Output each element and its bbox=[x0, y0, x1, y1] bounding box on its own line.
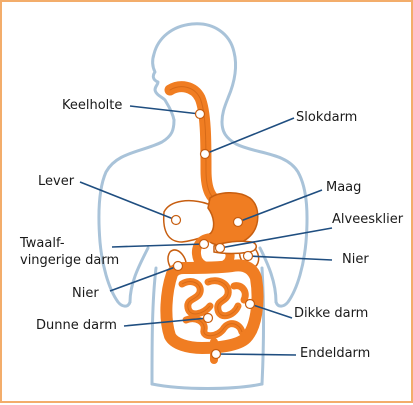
marker-maag bbox=[232, 216, 244, 228]
crotch-outline bbox=[150, 382, 264, 390]
label-keelholte: Keelholte bbox=[62, 98, 123, 113]
leader-dunne-darm bbox=[123, 317, 209, 327]
label-lever: Lever bbox=[38, 174, 75, 189]
label-endeldarm: Endeldarm bbox=[300, 346, 371, 361]
label-slokdarm: Slokdarm bbox=[296, 110, 358, 125]
marker-dots bbox=[170, 108, 256, 360]
marker-dikke-darm bbox=[244, 298, 256, 310]
leader-twaalfvingerige bbox=[111, 243, 205, 248]
marker-lever bbox=[170, 214, 182, 226]
right-arm-inner bbox=[258, 246, 278, 304]
marker-keelholte bbox=[194, 108, 206, 120]
marker-alveesklier bbox=[214, 242, 226, 254]
leader-keelholte bbox=[129, 105, 201, 115]
marker-dunne-darm bbox=[202, 312, 214, 324]
label-dikke-darm: Dikke darm bbox=[294, 306, 369, 321]
stomach-shape bbox=[207, 192, 259, 247]
small-intestine-shading bbox=[181, 280, 243, 337]
label-dunne-darm: Dunne darm bbox=[36, 318, 117, 333]
leader-endeldarm bbox=[215, 353, 297, 356]
label-maag: Maag bbox=[326, 180, 362, 195]
leader-alveesklier bbox=[219, 227, 333, 249]
leader-slokdarm bbox=[204, 117, 295, 155]
marker-nier-left bbox=[172, 260, 184, 272]
label-alveesklier: Alveesklier bbox=[332, 212, 404, 227]
leader-nier-left bbox=[109, 265, 179, 292]
esophagus-shape bbox=[164, 81, 224, 208]
leader-lines bbox=[79, 105, 333, 356]
small-intestine-coils bbox=[178, 277, 249, 340]
pancreas-shape bbox=[213, 240, 257, 255]
marker-nier-right bbox=[242, 250, 254, 262]
label-nier-left: Nier bbox=[72, 286, 99, 301]
leader-nier-right bbox=[247, 255, 333, 261]
torso-right-outline bbox=[220, 120, 309, 308]
label-twaalfvingerige-line2: vingerige darm bbox=[20, 253, 120, 268]
marker-endeldarm bbox=[210, 348, 222, 360]
marker-twaalfvingerige bbox=[198, 238, 210, 250]
leader-dikke-darm bbox=[249, 303, 293, 319]
head-outline bbox=[151, 22, 238, 124]
label-twaalfvingerige-line1: Twaalf- bbox=[20, 236, 65, 251]
marker-slokdarm bbox=[199, 148, 211, 160]
label-nier-right: Nier bbox=[342, 252, 369, 267]
leader-lever bbox=[79, 181, 177, 221]
hip-right-outline bbox=[260, 266, 265, 386]
hip-left-outline bbox=[150, 266, 158, 386]
left-arm-inner bbox=[128, 246, 150, 304]
esophagus-edge bbox=[169, 86, 219, 203]
large-intestine-shape bbox=[160, 259, 264, 354]
torso-left-outline bbox=[97, 118, 176, 308]
leader-maag bbox=[237, 189, 323, 223]
